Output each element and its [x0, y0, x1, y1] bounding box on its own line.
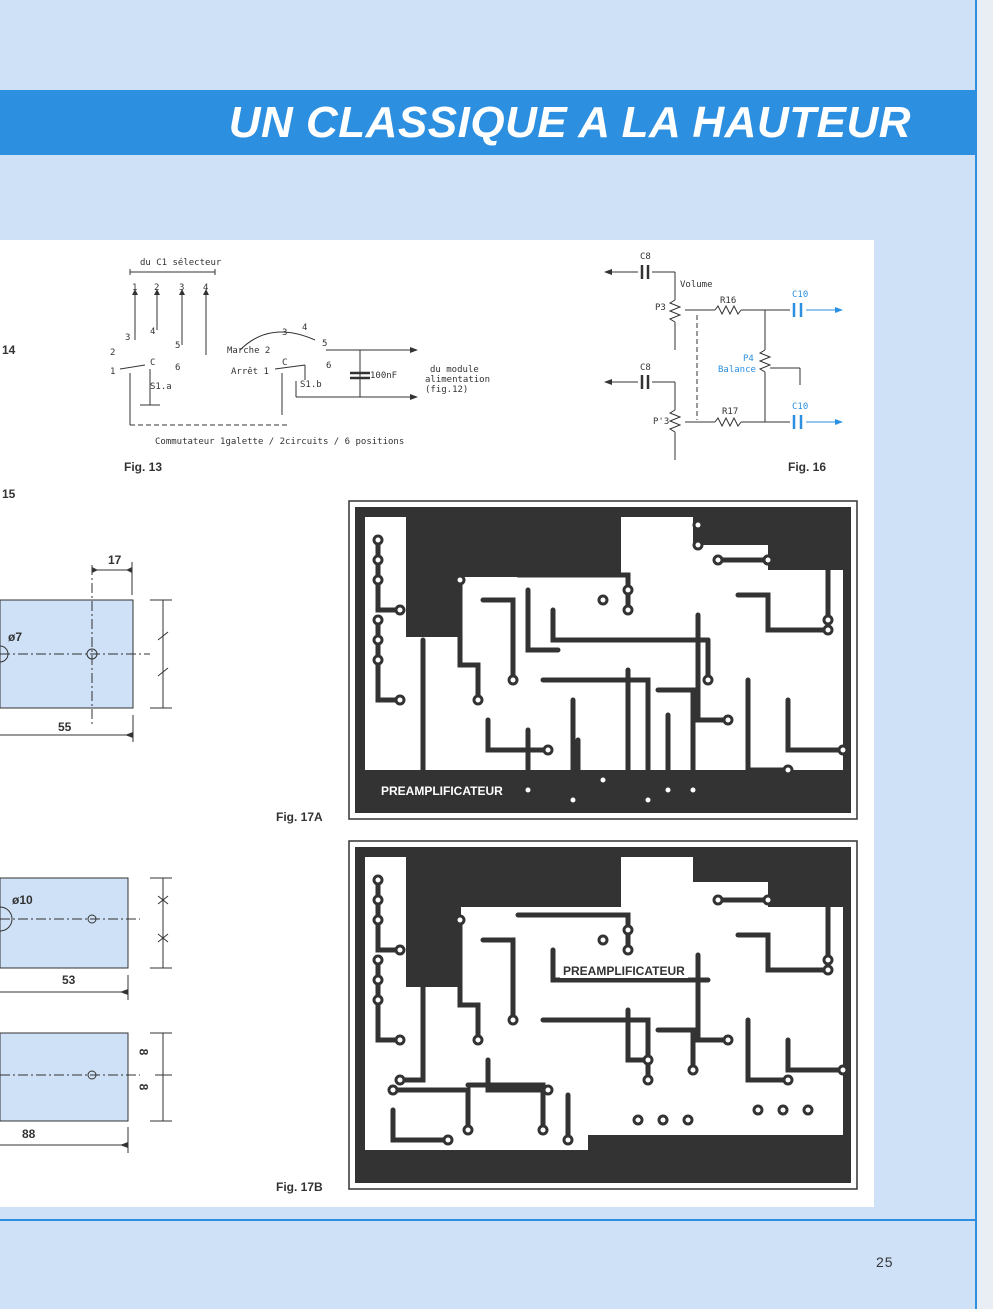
mech-dim-55: 55: [58, 720, 72, 734]
fig13-pin-3: 3: [179, 283, 185, 293]
fig13-wafer-b: S1.b: [300, 380, 322, 390]
fig13-contact-a2: 2: [110, 348, 116, 358]
mech-drawing-3: 8 8 88: [0, 1025, 190, 1155]
fig16-volume: Volume: [680, 280, 713, 290]
mech-dim-53: 53: [62, 973, 76, 987]
fig13-module-line2: alimentation (fig.12): [425, 375, 491, 395]
fig13-capacitor-label: 100nF: [370, 371, 398, 381]
mech-drawing-3-lines: [0, 1032, 172, 1153]
fig16-c8-bottom: C8: [640, 363, 651, 373]
fig16-r16: R16: [720, 296, 737, 306]
mech-dim-8-lower: 8: [136, 1083, 151, 1091]
page-title: UN CLASSIQUE A LA HAUTEUR: [228, 98, 911, 147]
fig13-module-line1: du module: [430, 365, 479, 375]
banner-rule: [0, 152, 975, 155]
fig16-c10-bottom: C10: [792, 402, 809, 412]
mech-drawing-1: 17 ø7 55: [0, 550, 190, 750]
fig16-p3: P3: [655, 303, 666, 313]
fig13-contact-b5: 5: [322, 339, 328, 349]
fig16-p4: P4: [743, 354, 754, 364]
fig13-contact-ac: C: [150, 358, 156, 368]
fig13-pin-1: 1: [132, 283, 138, 293]
fig13-marche: Marche 2: [227, 346, 271, 356]
fig13-wiring: [119, 269, 418, 426]
mech-dim-8-upper: 8: [136, 1048, 151, 1056]
fig13-pin-4: 4: [203, 283, 209, 293]
fig13-contact-a4: 4: [150, 327, 156, 337]
fig13-switch-description: Commutateur 1galette / 2circuits / 6 pos…: [155, 437, 405, 447]
page-number: 25: [876, 1254, 894, 1270]
fig13-schematic: du C1 sélecteur 1 2 3 4 3 4 5 6 2 1 C S1…: [100, 255, 520, 455]
fig13-caption: Fig. 13: [124, 460, 163, 474]
mech-diameter-7: ø7: [8, 630, 23, 644]
fig16-caption: Fig. 16: [788, 460, 827, 474]
fig16-c10-top: C10: [792, 290, 809, 300]
pcb-fig-17b: PREAMPLIFICATEUR: [348, 840, 858, 1190]
page-edge-strip: [975, 0, 993, 1309]
fig16-schematic: C8 C8 Volume P3 P'3 R16 R17 P4 Balance C…: [600, 250, 850, 475]
fig13-wafer-a: S1.a: [150, 382, 172, 392]
fig16-wiring: [604, 265, 843, 460]
mech-dim-17: 17: [108, 553, 122, 567]
title-banner: [0, 90, 975, 152]
pcb-17a-artwork: [348, 500, 858, 820]
pcb-17a-label: PREAMPLIFICATEUR: [378, 784, 506, 798]
pcb-17a-caption: Fig. 17A: [276, 810, 323, 824]
mech-diameter-10: ø10: [12, 893, 33, 907]
mech-dim-88: 88: [22, 1127, 36, 1141]
fig16-c8-top: C8: [640, 252, 651, 262]
fig14-label: 14: [2, 343, 16, 357]
fig13-arret: Arrêt 1: [231, 367, 269, 377]
fig13-contact-b6: 6: [326, 361, 332, 371]
pcb-17b-artwork: [348, 840, 858, 1190]
fig13-contact-b3: 3: [282, 328, 288, 338]
fig13-contact-b4: 4: [302, 323, 308, 333]
fig15-label: 15: [2, 487, 16, 501]
fig16-p3-prime: P'3: [653, 417, 670, 427]
fig13-contact-bc: C: [282, 358, 288, 368]
pcb-17b-label: PREAMPLIFICATEUR: [560, 964, 688, 978]
fig13-contact-a1: 1: [110, 367, 116, 377]
fig16-balance: Balance: [718, 365, 756, 375]
fig13-contact-a3: 3: [125, 333, 131, 343]
fig16-r17: R17: [722, 407, 739, 417]
pcb-17b-caption: Fig. 17B: [276, 1180, 323, 1194]
fig13-contact-a6: 6: [175, 363, 181, 373]
bottom-rule: [0, 1219, 975, 1221]
fig13-source-label: du C1 sélecteur: [140, 258, 222, 268]
pcb-fig-17a: PREAMPLIFICATEUR: [348, 500, 858, 820]
fig13-pin-2: 2: [154, 283, 160, 293]
fig13-contact-a5: 5: [175, 341, 181, 351]
mech-drawing-1-lines: [0, 562, 172, 742]
mech-drawing-2-lines: [0, 877, 172, 1000]
mech-drawing-2: ø10 53: [0, 860, 190, 1020]
